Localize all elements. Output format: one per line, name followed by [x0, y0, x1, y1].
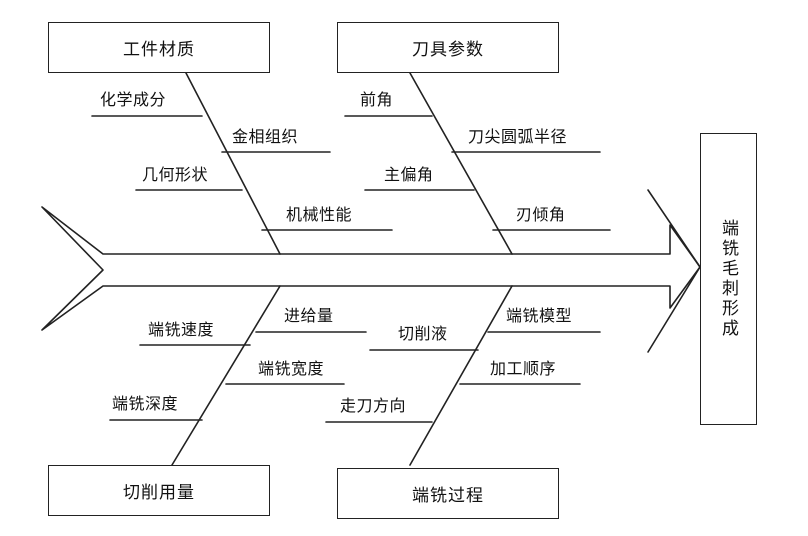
branch-workpiece: [185, 72, 281, 255]
category-workpiece-box: 工件材质: [48, 22, 270, 73]
cause-chemical-composition: 化学成分: [100, 90, 167, 109]
category-cutting-box: 切削用量: [48, 465, 270, 516]
cause-milling-width: 端铣宽度: [258, 359, 325, 378]
cause-lead-angle: 主偏角: [384, 165, 434, 184]
cause-tool-path-direction: 走刀方向: [340, 396, 407, 415]
cause-mechanical-properties: 机械性能: [286, 205, 353, 224]
category-cutting-label: 切削用量: [123, 483, 195, 503]
cause-geometric-shape: 几何形状: [142, 165, 209, 184]
cause-milling-speed: 端铣速度: [148, 320, 215, 339]
effect-label: 端铣毛刺形成: [718, 219, 738, 339]
branch-tool: [409, 72, 513, 255]
branch-process: [409, 285, 513, 466]
cause-inclination-angle: 刃倾角: [516, 205, 566, 224]
branch-cutting: [171, 285, 281, 466]
category-tool-label: 刀具参数: [412, 40, 484, 60]
effect-box: 端铣毛刺形成: [700, 133, 757, 425]
cause-metallographic-structure: 金相组织: [232, 127, 299, 146]
cause-milling-depth: 端铣深度: [112, 394, 179, 413]
cause-cutting-fluid: 切削液: [398, 324, 448, 343]
category-process-label: 端铣过程: [412, 486, 484, 506]
cause-nose-radius: 刀尖圆弧半径: [468, 127, 568, 146]
category-workpiece-label: 工件材质: [123, 40, 195, 60]
cause-machining-order: 加工顺序: [490, 359, 557, 378]
cause-milling-model: 端铣模型: [506, 306, 573, 325]
category-process-box: 端铣过程: [337, 468, 559, 519]
head-line-top: [647, 189, 701, 268]
head-line-bottom: [647, 266, 701, 353]
cause-feed-rate: 进给量: [284, 306, 334, 325]
cause-rake-angle: 前角: [360, 90, 394, 109]
spine-outline: [41, 206, 701, 331]
category-tool-box: 刀具参数: [337, 22, 559, 73]
